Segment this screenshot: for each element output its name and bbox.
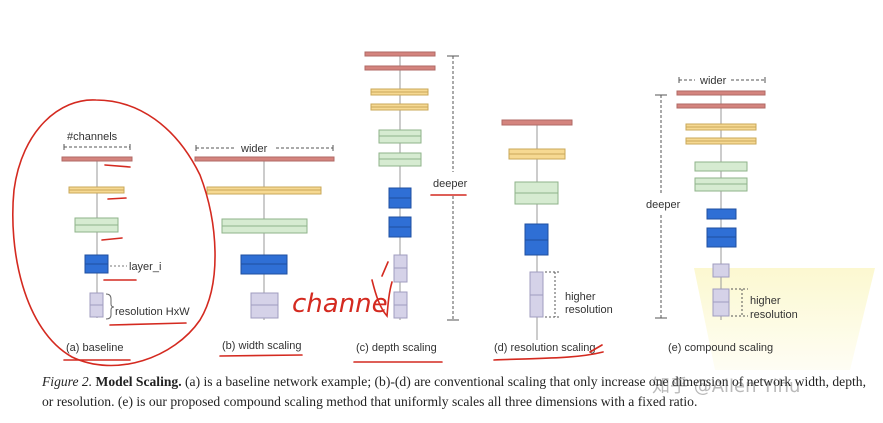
depth-block-red-2 [364, 65, 436, 71]
depth-caption: (c) depth scaling [356, 342, 437, 354]
baseline-caption: (a) baseline [66, 342, 123, 354]
depth-block-red-1 [364, 51, 436, 57]
caption-label: Figure 2. [42, 374, 93, 389]
depth-deeper-label: deeper [433, 178, 468, 190]
compound-block-green-1 [694, 161, 748, 172]
compound-caption: (e) compound scaling [668, 342, 773, 354]
width-scaling-diagram: wider (b) width scaling [194, 143, 335, 352]
resolution-caption: (d) resolution scaling [494, 342, 596, 354]
width-block-red [194, 156, 335, 162]
depth-scaling-diagram: deeper (c) depth scaling [356, 51, 468, 354]
compound-block-red-2 [676, 103, 766, 109]
yellow-highlight [694, 268, 875, 370]
handwritten-note: channe [292, 289, 388, 319]
caption-text: (a) is a baseline network example; (b)-(… [42, 374, 866, 409]
annotation-tick [381, 261, 389, 277]
handwritten-letter-l [371, 279, 393, 318]
width-wider-label: wider [240, 143, 268, 155]
compound-block-lilac-1 [712, 263, 730, 278]
underline-channels [104, 164, 131, 168]
underline-green [101, 237, 123, 241]
resolution-higher-line2: resolution [565, 304, 613, 316]
resolution-label: resolution HxW [115, 306, 190, 318]
watermark: 知乎 @Allen Yihu [652, 376, 801, 397]
width-caption: (b) width scaling [222, 340, 301, 352]
underline-width-scaling [219, 354, 303, 357]
handwritten-annotations [11, 99, 604, 367]
compound-wider-label: wider [699, 75, 727, 87]
underline-resolution-scaling [493, 344, 604, 361]
baseline-diagram: #channels layer_i resolution HxW (a) bas… [61, 131, 190, 354]
channels-label: #channels [67, 131, 118, 143]
compound-block-blue-1 [706, 208, 737, 220]
compound-deeper-label: deeper [646, 199, 681, 211]
resolution-scaling-diagram: higher resolution (d) resolution scaling [494, 119, 613, 354]
compound-higher-line1: higher [750, 295, 781, 307]
underline-yellow [107, 197, 127, 200]
baseline-circle-annotation [11, 99, 216, 367]
compound-higher-line2: resolution [750, 309, 798, 321]
underline-resolution [109, 322, 187, 326]
caption-title: Model Scaling. [95, 374, 182, 389]
resolution-higher-line1: higher [565, 291, 596, 303]
figure-caption: Figure 2. Model Scaling. (a) is a baseli… [42, 372, 872, 412]
resolution-block-red [501, 119, 573, 126]
compound-scaling-diagram: wider deeper higher resolution (e) compo… [646, 75, 798, 354]
compound-block-red-1 [676, 90, 766, 96]
layer-label: layer_i [129, 261, 161, 273]
baseline-block-red [61, 156, 133, 162]
